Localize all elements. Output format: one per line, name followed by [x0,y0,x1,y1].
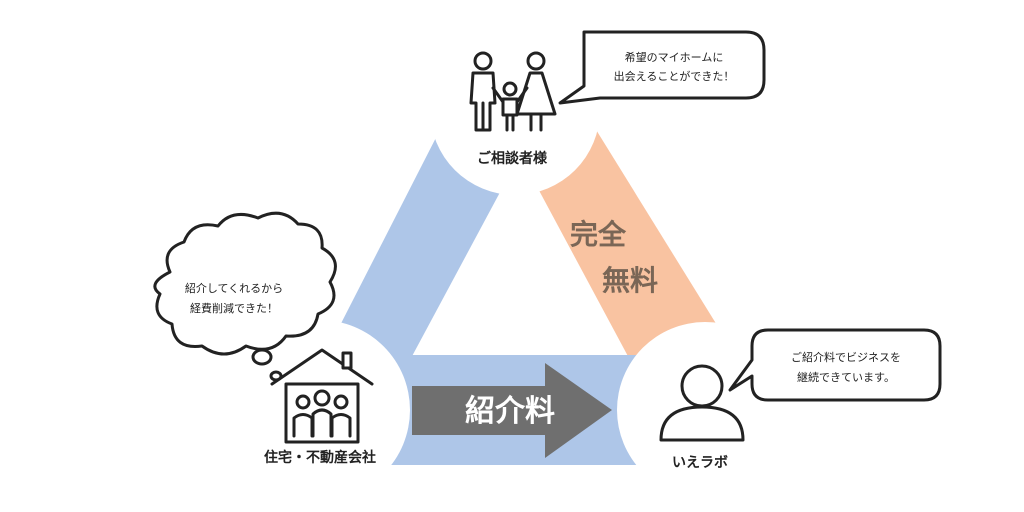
top-node-circle [430,25,600,195]
company-bubble-line-1: 紹介してくれるから [185,282,283,295]
ielabo-bubble-line-1: ご紹介料でビジネスを [791,350,901,364]
fee-label: 紹介料 [465,394,555,429]
company-bubble-line-2: 経費削減できた！ [190,301,278,315]
company-label: 住宅・不動産会社 [264,449,376,466]
ielabo-label: いえラボ [672,455,728,471]
free-line-1: 完全 [570,218,627,251]
consultant-speech-bubble: 希望のマイホームに 出会えることができた！ [558,30,766,105]
company-thought-bubble: 紹介してくれるから 経費削減できた！ [153,211,337,382]
ielabo-bubble-line-2: 継続できています。 [797,370,895,384]
family-icon [469,51,557,132]
free-line-2: 無料 [602,264,658,297]
consultant-bubble-line-2: 出会えることができた！ [614,69,735,83]
fee-arrow [412,363,612,458]
house-family-icon [270,348,374,444]
person-icon [659,364,745,442]
consultant-label: ご相談者様 [477,150,548,167]
consultant-bubble-line-1: 希望のマイホームに [625,50,724,64]
right-band [520,120,720,360]
thought-dot-small [269,370,283,382]
thought-dot-large [251,348,273,366]
ielabo-speech-bubble: ご紹介料でビジネスを 継続できています。 [728,328,942,402]
